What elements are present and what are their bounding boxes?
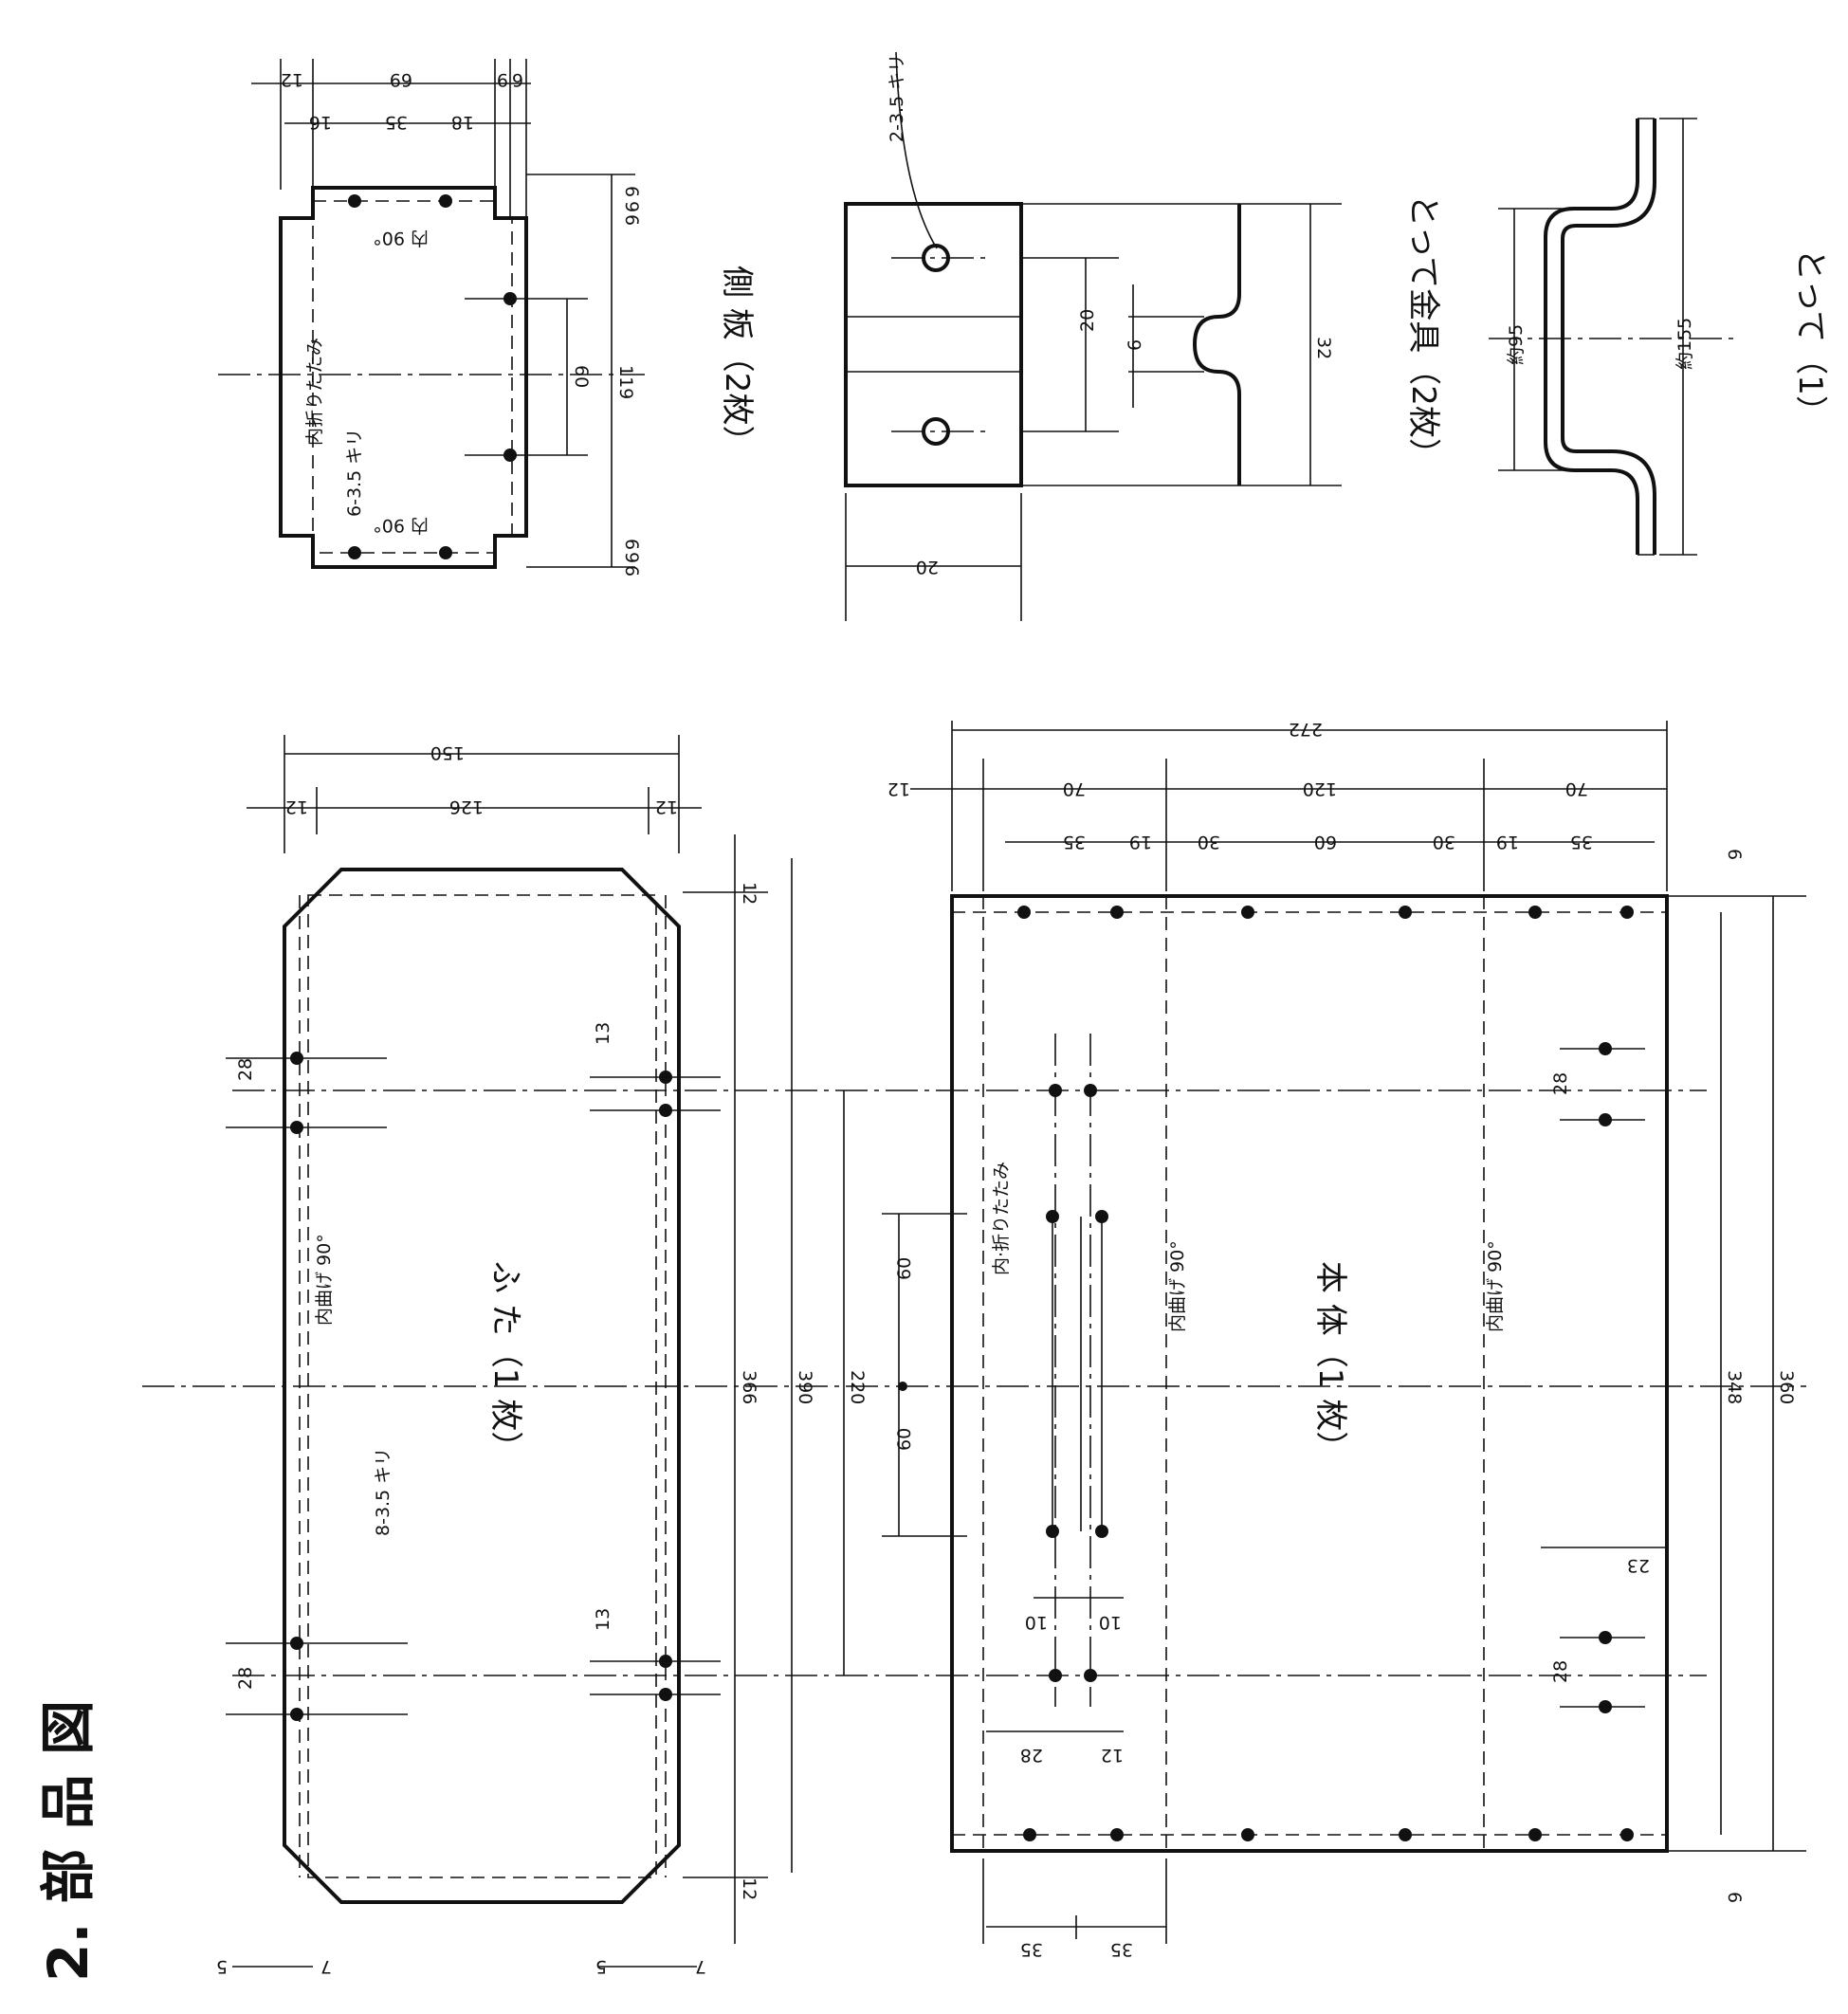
side-plate-label: 側 板（2枚） [718, 265, 756, 457]
bracket-holes-note: 6-3.5 キリ [344, 429, 365, 517]
dim-body-272: 272 [1289, 719, 1323, 740]
body-label: 本 体（1 枚） [1311, 1261, 1349, 1463]
dim-body-10b: 10 [1099, 1612, 1122, 1633]
dim-lid-220: 220 [847, 1370, 868, 1404]
dim-lid-13a: 13 [593, 1022, 613, 1045]
dim-br-9b: 9 [621, 201, 642, 212]
dim-br-6b: 6 [621, 186, 642, 197]
dim-lid-13b: 13 [593, 1608, 613, 1631]
body-fold-note: 内·折りたたみ [991, 1162, 1012, 1275]
dim-body-19a: 19 [1129, 832, 1152, 852]
dim-br-6d: 6 [621, 539, 642, 550]
dim-sp-20b: 20 [1077, 309, 1098, 332]
dim-br-18: 18 [451, 112, 474, 133]
dim-body-60: 60 [1314, 832, 1337, 852]
dim-lid-28a: 28 [235, 1058, 256, 1081]
lid-part: 150 126 12 12 12 12 366 390 220 28 28 13… [142, 735, 1806, 1977]
dim-sp-6: 6 [1125, 339, 1145, 351]
dim-br-6e: 6 [621, 565, 642, 577]
dim-body-10a: 10 [1025, 1612, 1048, 1633]
dim-body-28a: 28 [1550, 1072, 1571, 1095]
dim-br-9c: 9 [621, 552, 642, 563]
dim-br-60: 60 [571, 365, 592, 388]
bracket-bend-b: 内 90° [373, 515, 429, 536]
handle-label: とって（1） [1791, 248, 1829, 428]
dim-lid-390: 390 [795, 1370, 815, 1404]
dim-lid-150: 150 [430, 742, 465, 763]
handle-fitting-label: とって金具（2枚） [1404, 194, 1442, 470]
dim-body-120: 120 [1303, 778, 1337, 799]
dim-body-19b: 19 [1496, 832, 1519, 852]
dim-lid-12d: 12 [739, 1877, 759, 1900]
dim-body-12: 12 [887, 778, 910, 799]
bracket-part: 60 119 12 69 9 6 16 35 18 6 9 6 6 9 6 内折… [218, 59, 645, 577]
dim-br-6c: 6 [621, 214, 642, 226]
dim-sp-32: 32 [1313, 337, 1334, 359]
dim-br-69: 69 [390, 69, 412, 90]
dim-body-35b: 35 [1570, 832, 1593, 852]
dim-lid-28b: 28 [235, 1667, 256, 1690]
body-bend2-note: 内曲げ 90° [1485, 1240, 1506, 1332]
bracket-fold-note: 内折りたたみ [304, 338, 325, 446]
lid-bend-note: 内曲げ 90° [314, 1234, 335, 1326]
dim-lid-12c: 12 [739, 882, 759, 905]
dim-lid-5b: 5 [595, 1956, 607, 1977]
dim-body-6a: 6 [1724, 849, 1745, 860]
body-part: 272 12 70 120 70 35 19 30 60 30 19 35 6 … [887, 719, 1806, 1960]
bracket-bend-a: 内 90° [373, 228, 429, 248]
handle-dim-155: 約155 [1674, 318, 1695, 370]
dim-lid-7b: 7 [695, 1956, 706, 1977]
dim-lid-5a: 5 [216, 1956, 228, 1977]
dim-body-12b: 12 [1101, 1745, 1124, 1766]
side-plate-part: 20 6 32 20 2-3.5 キリ 側 板（2枚） [718, 51, 1342, 621]
dim-body-35a: 35 [1063, 832, 1086, 852]
dim-lid-12a: 12 [285, 796, 308, 817]
dim-body-6b: 6 [1724, 1892, 1745, 1903]
dim-body-28b: 28 [1550, 1660, 1571, 1683]
dim-br-9a: 9 [497, 69, 508, 90]
dim-lid-12b: 12 [655, 796, 678, 817]
dim-sp-20: 20 [916, 557, 939, 577]
handle-dim-95: 約95 [1506, 324, 1527, 365]
dim-body-70b: 70 [1565, 778, 1588, 799]
dim-body-348: 348 [1724, 1370, 1745, 1404]
dim-lid-366: 366 [739, 1370, 759, 1404]
dim-body-28c: 28 [1020, 1745, 1043, 1766]
dim-body-360: 360 [1776, 1370, 1797, 1404]
drawing-title: 2. 部 品 図 [36, 1700, 101, 1982]
dim-br-6a: 6 [512, 69, 523, 90]
dim-lid-60a: 60 [894, 1257, 915, 1280]
dim-body-35d: 35 [1110, 1939, 1133, 1960]
dim-body-70a: 70 [1063, 778, 1086, 799]
dim-br-119: 119 [615, 365, 636, 399]
dim-body-30a: 30 [1198, 832, 1220, 852]
dim-br-12: 12 [281, 69, 303, 90]
handle-part: 約95 約155 とって（1） [1489, 118, 1829, 556]
dim-br-35: 35 [385, 112, 408, 133]
dim-body-30b: 30 [1433, 832, 1455, 852]
dim-lid-7a: 7 [320, 1956, 332, 1977]
dim-body-35c: 35 [1020, 1939, 1043, 1960]
lid-label: ふ た（1 枚） [486, 1261, 524, 1463]
dim-body-23: 23 [1627, 1555, 1650, 1576]
body-bend1-note: 内曲げ 90° [1167, 1240, 1188, 1332]
dim-lid-126: 126 [449, 796, 484, 817]
lid-holes-note: 8-3.5 キリ [373, 1448, 393, 1536]
side-plate-holes-note: 2-3.5 キリ [887, 54, 907, 142]
dim-lid-60b: 60 [894, 1428, 915, 1451]
dim-br-16: 16 [309, 112, 332, 133]
